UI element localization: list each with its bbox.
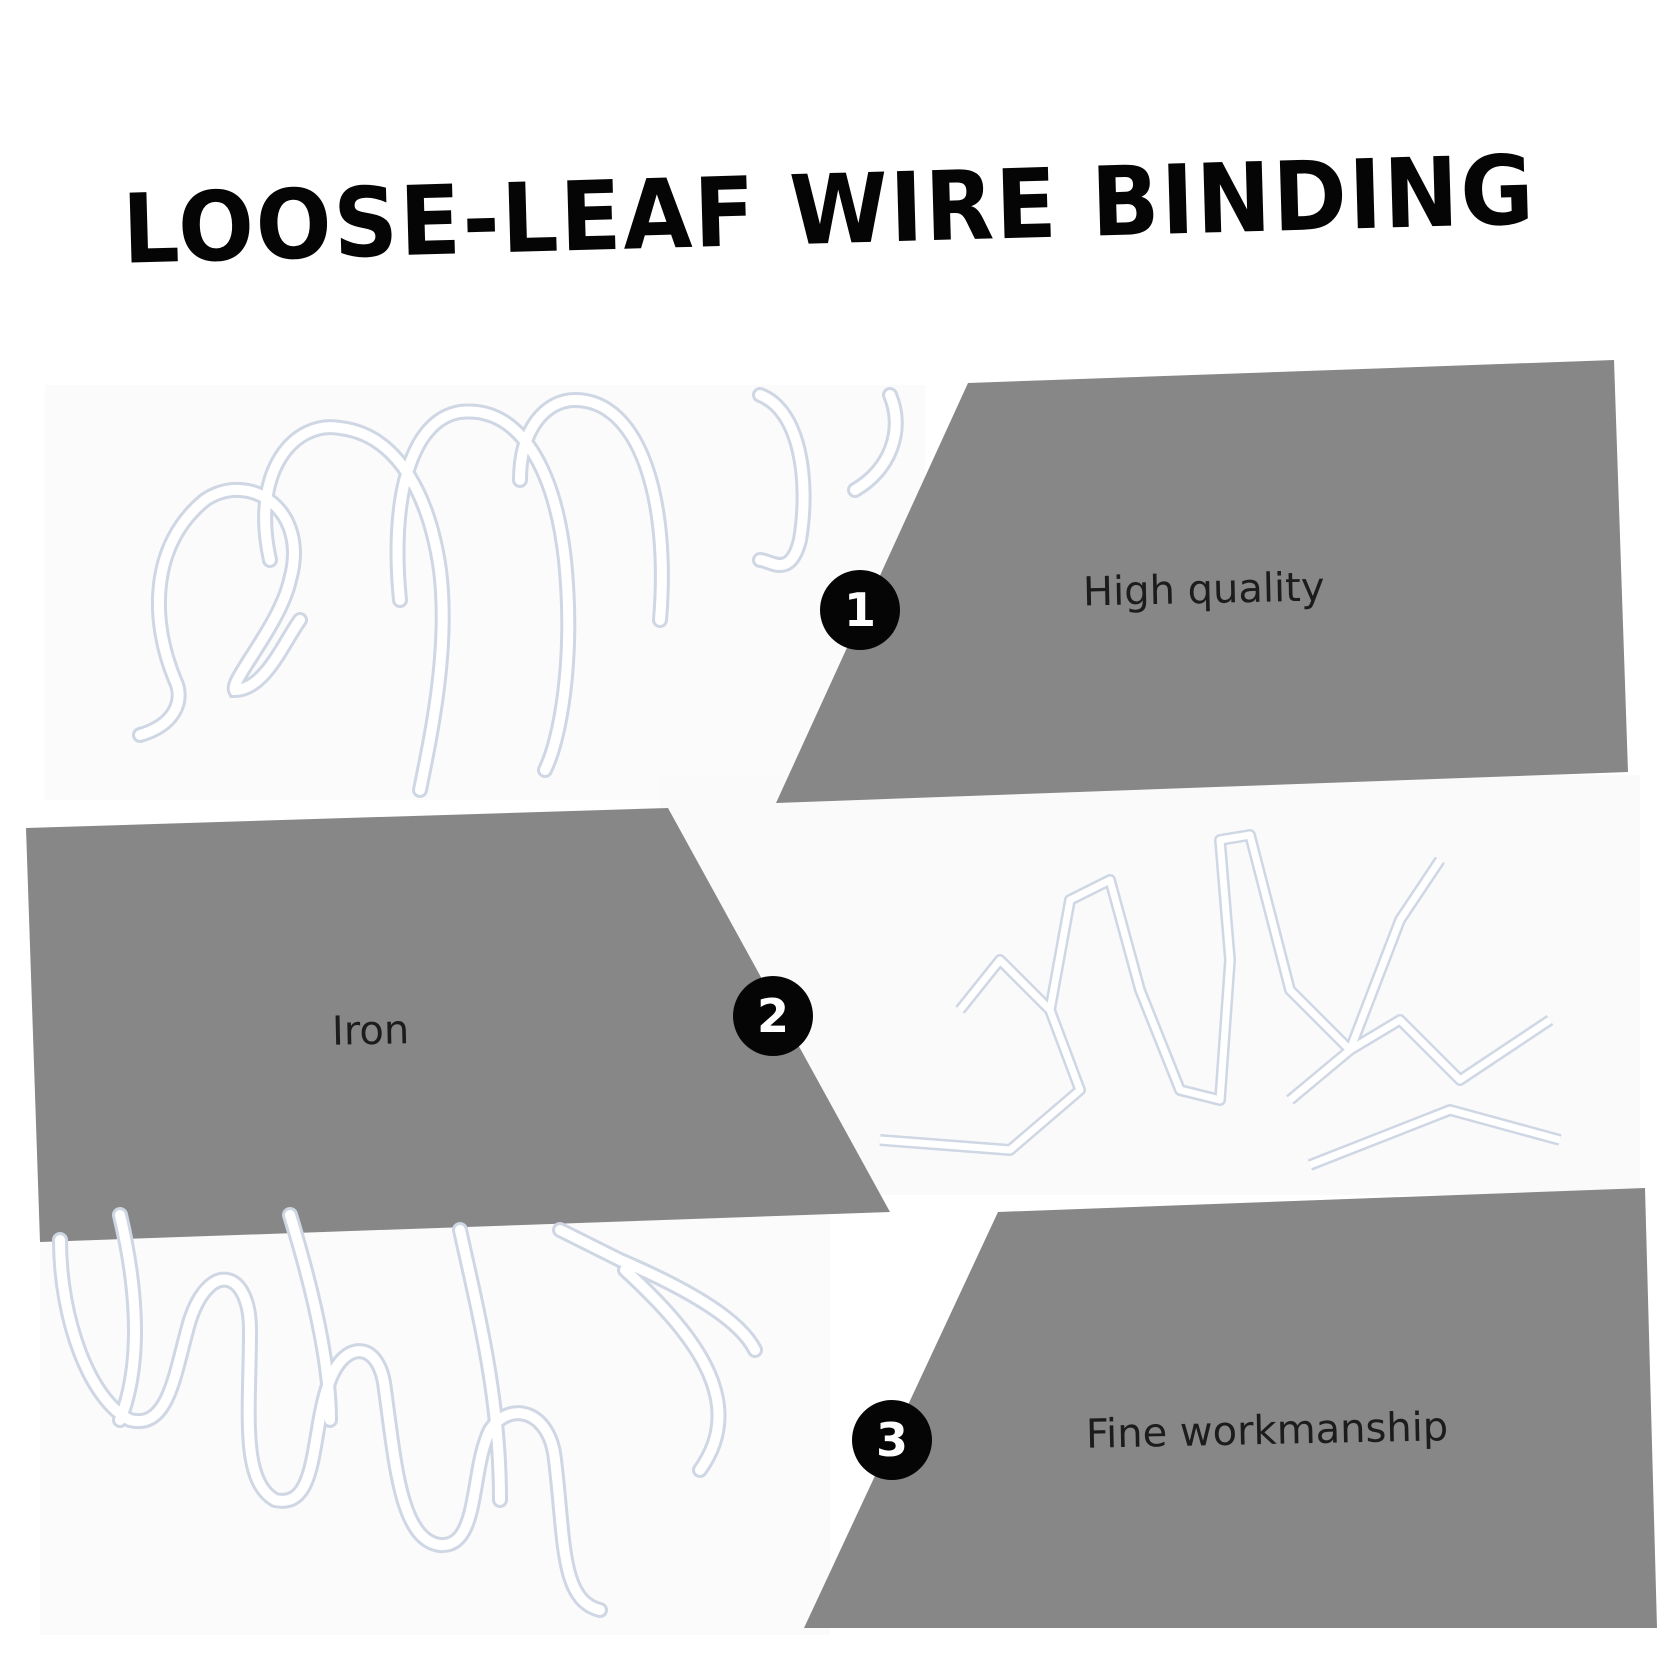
photo-1-background: [45, 385, 925, 800]
feature-panel-3: [804, 1188, 1657, 1628]
wire-binding-image-3: [52, 1207, 763, 1618]
wire-binding-image-2: [879, 829, 1562, 1171]
feature-panel-2: [26, 808, 890, 1242]
photo-3-background: [40, 1215, 830, 1635]
feature-label-2: Iron: [331, 1007, 410, 1055]
number-badge-2: 2: [733, 976, 813, 1056]
badge-number-2: 2: [756, 989, 789, 1043]
wire-binding-image-1: [132, 387, 904, 798]
number-badge-1: 1: [820, 570, 900, 650]
badge-number-1: 1: [843, 583, 876, 637]
number-badge-3: 3: [852, 1400, 932, 1480]
feature-label-3: Fine workmanship: [1085, 1404, 1449, 1458]
feature-panel-1: [776, 360, 1628, 803]
feature-label-1: High quality: [1082, 564, 1325, 616]
badge-number-3: 3: [875, 1413, 908, 1467]
